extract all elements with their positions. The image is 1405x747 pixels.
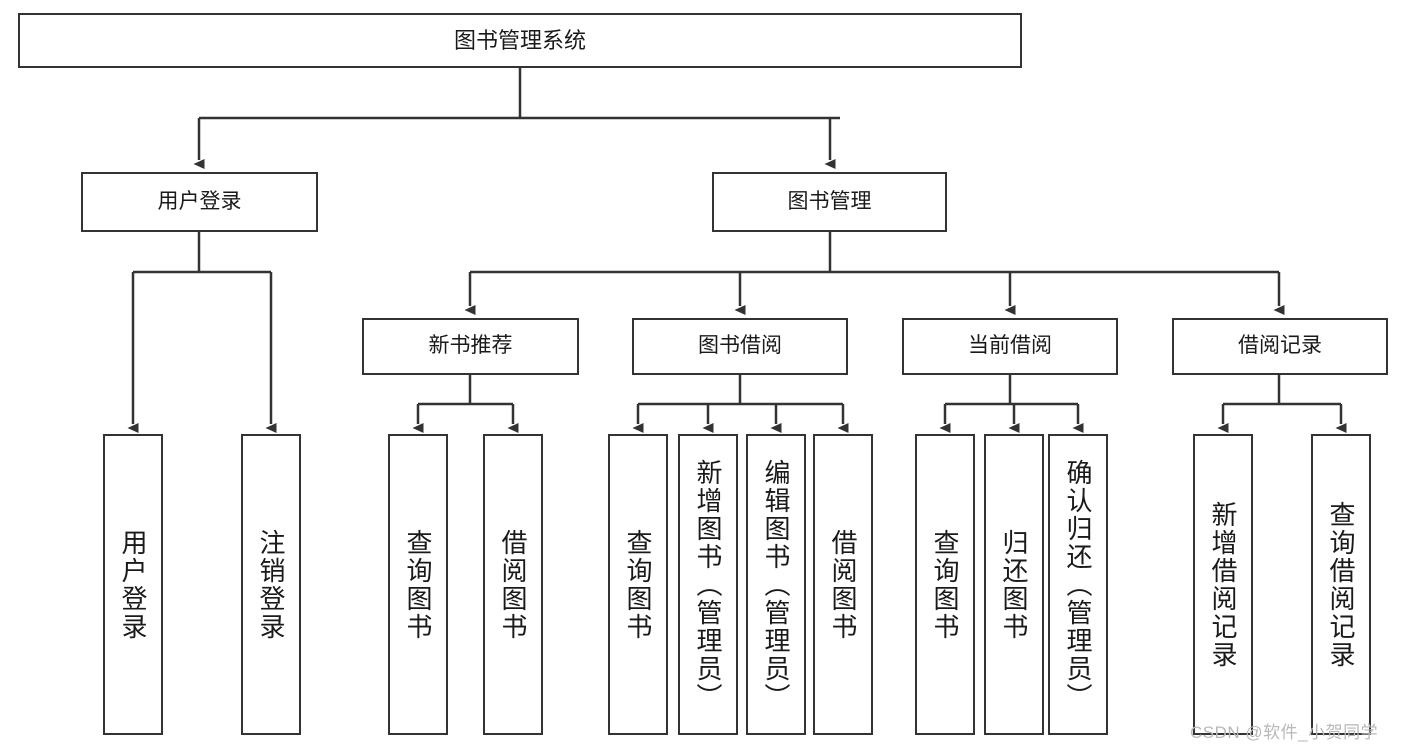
node-current-borrow[interactable]: 当前借阅	[902, 318, 1118, 375]
leaf-borrow-borrow-book[interactable]: 借阅图书	[813, 434, 873, 735]
node-root-system[interactable]: 图书管理系统	[18, 13, 1022, 68]
node-label: 用户登录	[157, 189, 242, 213]
node-label: 图书借阅	[698, 334, 782, 358]
node-label: 编辑图书（管理员）	[761, 458, 791, 711]
leaf-borrow-edit-book-admin[interactable]: 编辑图书（管理员）	[746, 434, 806, 735]
leaf-record-add-record[interactable]: 新增借阅记录	[1193, 434, 1253, 735]
csdn-watermark: CSDN @软件_小贺同学	[1190, 723, 1379, 742]
node-label: 图书管理	[787, 189, 872, 213]
node-label: 新书推荐	[428, 334, 513, 358]
node-user-login[interactable]: 用户登录	[81, 172, 318, 232]
leaf-current-confirm-return-admin[interactable]: 确认归还（管理员）	[1048, 434, 1108, 735]
leaf-user-login-login[interactable]: 用户登录	[103, 434, 163, 735]
node-label: 查询图书	[403, 528, 433, 641]
node-label: 查询借阅记录	[1326, 500, 1356, 669]
leaf-current-return-book[interactable]: 归还图书	[984, 434, 1044, 735]
leaf-user-login-logout[interactable]: 注销登录	[241, 434, 301, 735]
node-borrow-record[interactable]: 借阅记录	[1172, 318, 1388, 375]
node-label: 查询图书	[623, 528, 653, 641]
node-label: 查询图书	[930, 528, 960, 641]
leaf-borrow-query-book[interactable]: 查询图书	[608, 434, 668, 735]
leaf-current-query-book[interactable]: 查询图书	[915, 434, 975, 735]
node-label: 图书管理系统	[453, 27, 586, 53]
node-label: 注销登录	[256, 528, 286, 641]
leaf-recommend-query-book[interactable]: 查询图书	[388, 434, 448, 735]
leaf-recommend-borrow-book[interactable]: 借阅图书	[483, 434, 543, 735]
node-new-book-recommend[interactable]: 新书推荐	[362, 318, 579, 375]
node-book-borrow[interactable]: 图书借阅	[632, 318, 848, 375]
node-label: 借阅记录	[1238, 334, 1322, 358]
node-label: 新增图书（管理员）	[693, 458, 723, 711]
node-label: 归还图书	[999, 528, 1029, 641]
node-label: 借阅图书	[828, 528, 858, 641]
node-book-management[interactable]: 图书管理	[712, 172, 947, 232]
node-label: 借阅图书	[498, 528, 528, 641]
node-label: 新增借阅记录	[1208, 500, 1238, 669]
node-label: 确认归还（管理员）	[1063, 458, 1093, 711]
node-label: 当前借阅	[968, 334, 1052, 358]
node-label: 用户登录	[118, 528, 148, 641]
leaf-record-query-record[interactable]: 查询借阅记录	[1311, 434, 1371, 735]
leaf-borrow-add-book-admin[interactable]: 新增图书（管理员）	[678, 434, 738, 735]
